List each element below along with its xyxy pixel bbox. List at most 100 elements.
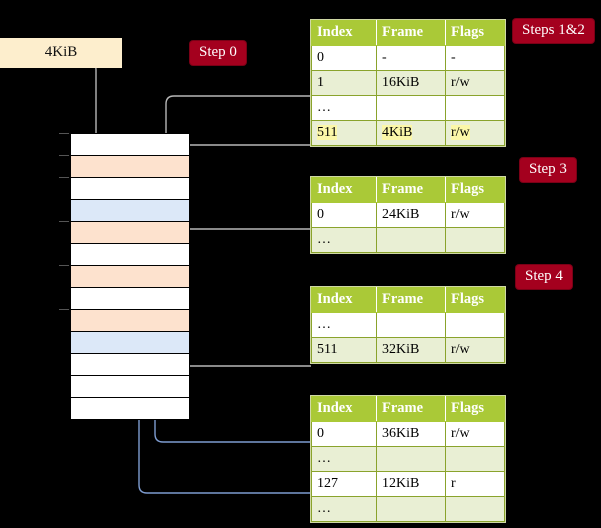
memory-cell <box>70 177 190 200</box>
cell-index: 127 <box>311 471 377 497</box>
virtual-address-label: 4KiB <box>44 44 78 60</box>
cell-index: … <box>311 95 377 121</box>
cell-frame <box>376 312 446 338</box>
header-cell-frame: Frame <box>376 20 446 46</box>
cell-index: … <box>311 312 377 338</box>
badge-steps-1-2: Steps 1&2 <box>513 19 594 43</box>
cell-frame: 32KiB <box>376 337 446 363</box>
header-cell-index: Index <box>311 396 377 422</box>
header-cell-frame: Frame <box>376 287 446 313</box>
physical-memory-column <box>59 133 190 420</box>
memory-tick-mark <box>59 155 69 156</box>
cell-frame: 36KiB <box>376 421 446 447</box>
cell-flags: r/w <box>445 70 505 96</box>
table-row[interactable]: … <box>311 95 505 121</box>
table-row[interactable]: … <box>311 496 505 522</box>
memory-tick-mark <box>59 265 69 266</box>
cell-frame <box>376 446 446 472</box>
cell-index: 1 <box>311 70 377 96</box>
memory-cell <box>70 287 190 310</box>
header-cell-frame: Frame <box>376 396 446 422</box>
badge-step-0-label: Step 0 <box>199 44 237 60</box>
cell-index: … <box>311 496 377 522</box>
wire-l2-row0-to-mem <box>178 228 311 262</box>
memory-cell <box>70 133 190 156</box>
header-cell-flags: Flags <box>445 20 505 46</box>
virtual-address-box: 4KiB <box>0 38 122 68</box>
badge-steps-1-2-label: Steps 1&2 <box>522 22 585 38</box>
cell-flags <box>445 446 505 472</box>
cell-frame: 16KiB <box>376 70 446 96</box>
cell-index: 511 <box>311 120 377 146</box>
cell-frame <box>376 227 446 253</box>
memory-cell <box>70 243 190 266</box>
cell-flags <box>445 312 505 338</box>
badge-step-0: Step 0 <box>190 41 246 65</box>
cell-flags: r/w <box>445 120 505 146</box>
memory-cell <box>70 199 190 222</box>
memory-tick-mark <box>59 309 69 310</box>
frame-wires <box>132 203 311 494</box>
memory-cell <box>70 397 190 420</box>
cell-flags: - <box>445 45 505 71</box>
header-cell-index: Index <box>311 177 377 203</box>
cell-frame: 24KiB <box>376 202 446 228</box>
cell-flags <box>445 496 505 522</box>
header-cell-flags: Flags <box>445 177 505 203</box>
table-row[interactable]: 0-- <box>311 45 505 71</box>
header-cell-index: Index <box>311 287 377 313</box>
memory-cell <box>70 309 190 332</box>
cell-flags: r/w <box>445 202 505 228</box>
cell-index: 511 <box>311 337 377 363</box>
badge-step-4-label: Step 4 <box>525 268 563 284</box>
header-cell-flags: Flags <box>445 287 505 313</box>
table-row[interactable]: … <box>311 446 505 472</box>
cell-flags: r/w <box>445 337 505 363</box>
cell-frame <box>376 496 446 522</box>
table-row[interactable]: … <box>311 227 505 253</box>
header-cell-index: Index <box>311 20 377 46</box>
table-row[interactable]: … <box>311 312 505 338</box>
cell-flags <box>445 95 505 121</box>
cell-index: 0 <box>311 421 377 447</box>
cell-flags: r <box>445 471 505 497</box>
cell-frame: 12KiB <box>376 471 446 497</box>
memory-cell <box>70 155 190 178</box>
wire-l4-row0-to-frame <box>148 324 311 443</box>
memory-cell <box>70 265 190 288</box>
wire-l4-row127-to-frame <box>132 203 311 494</box>
cell-frame: - <box>376 45 446 71</box>
memory-tick-mark <box>59 221 69 222</box>
cell-flags <box>445 227 505 253</box>
badge-step-4: Step 4 <box>516 265 572 289</box>
header-cell-flags: Flags <box>445 396 505 422</box>
memory-tick-mark <box>59 177 69 178</box>
cell-frame: 4KiB <box>376 120 446 146</box>
wire-l3-row511-to-mem <box>173 308 311 367</box>
header-cell-frame: Frame <box>376 177 446 203</box>
memory-cell <box>70 331 190 354</box>
memory-tick-mark <box>59 133 69 134</box>
cell-flags: r/w <box>445 421 505 447</box>
wire-l1-row1-to-mem <box>165 95 311 240</box>
memory-cell <box>70 221 190 244</box>
cell-index: … <box>311 446 377 472</box>
memory-cell <box>70 375 190 398</box>
memory-cell <box>70 353 190 376</box>
cell-index: 0 <box>311 202 377 228</box>
badge-step-3: Step 3 <box>520 158 576 182</box>
